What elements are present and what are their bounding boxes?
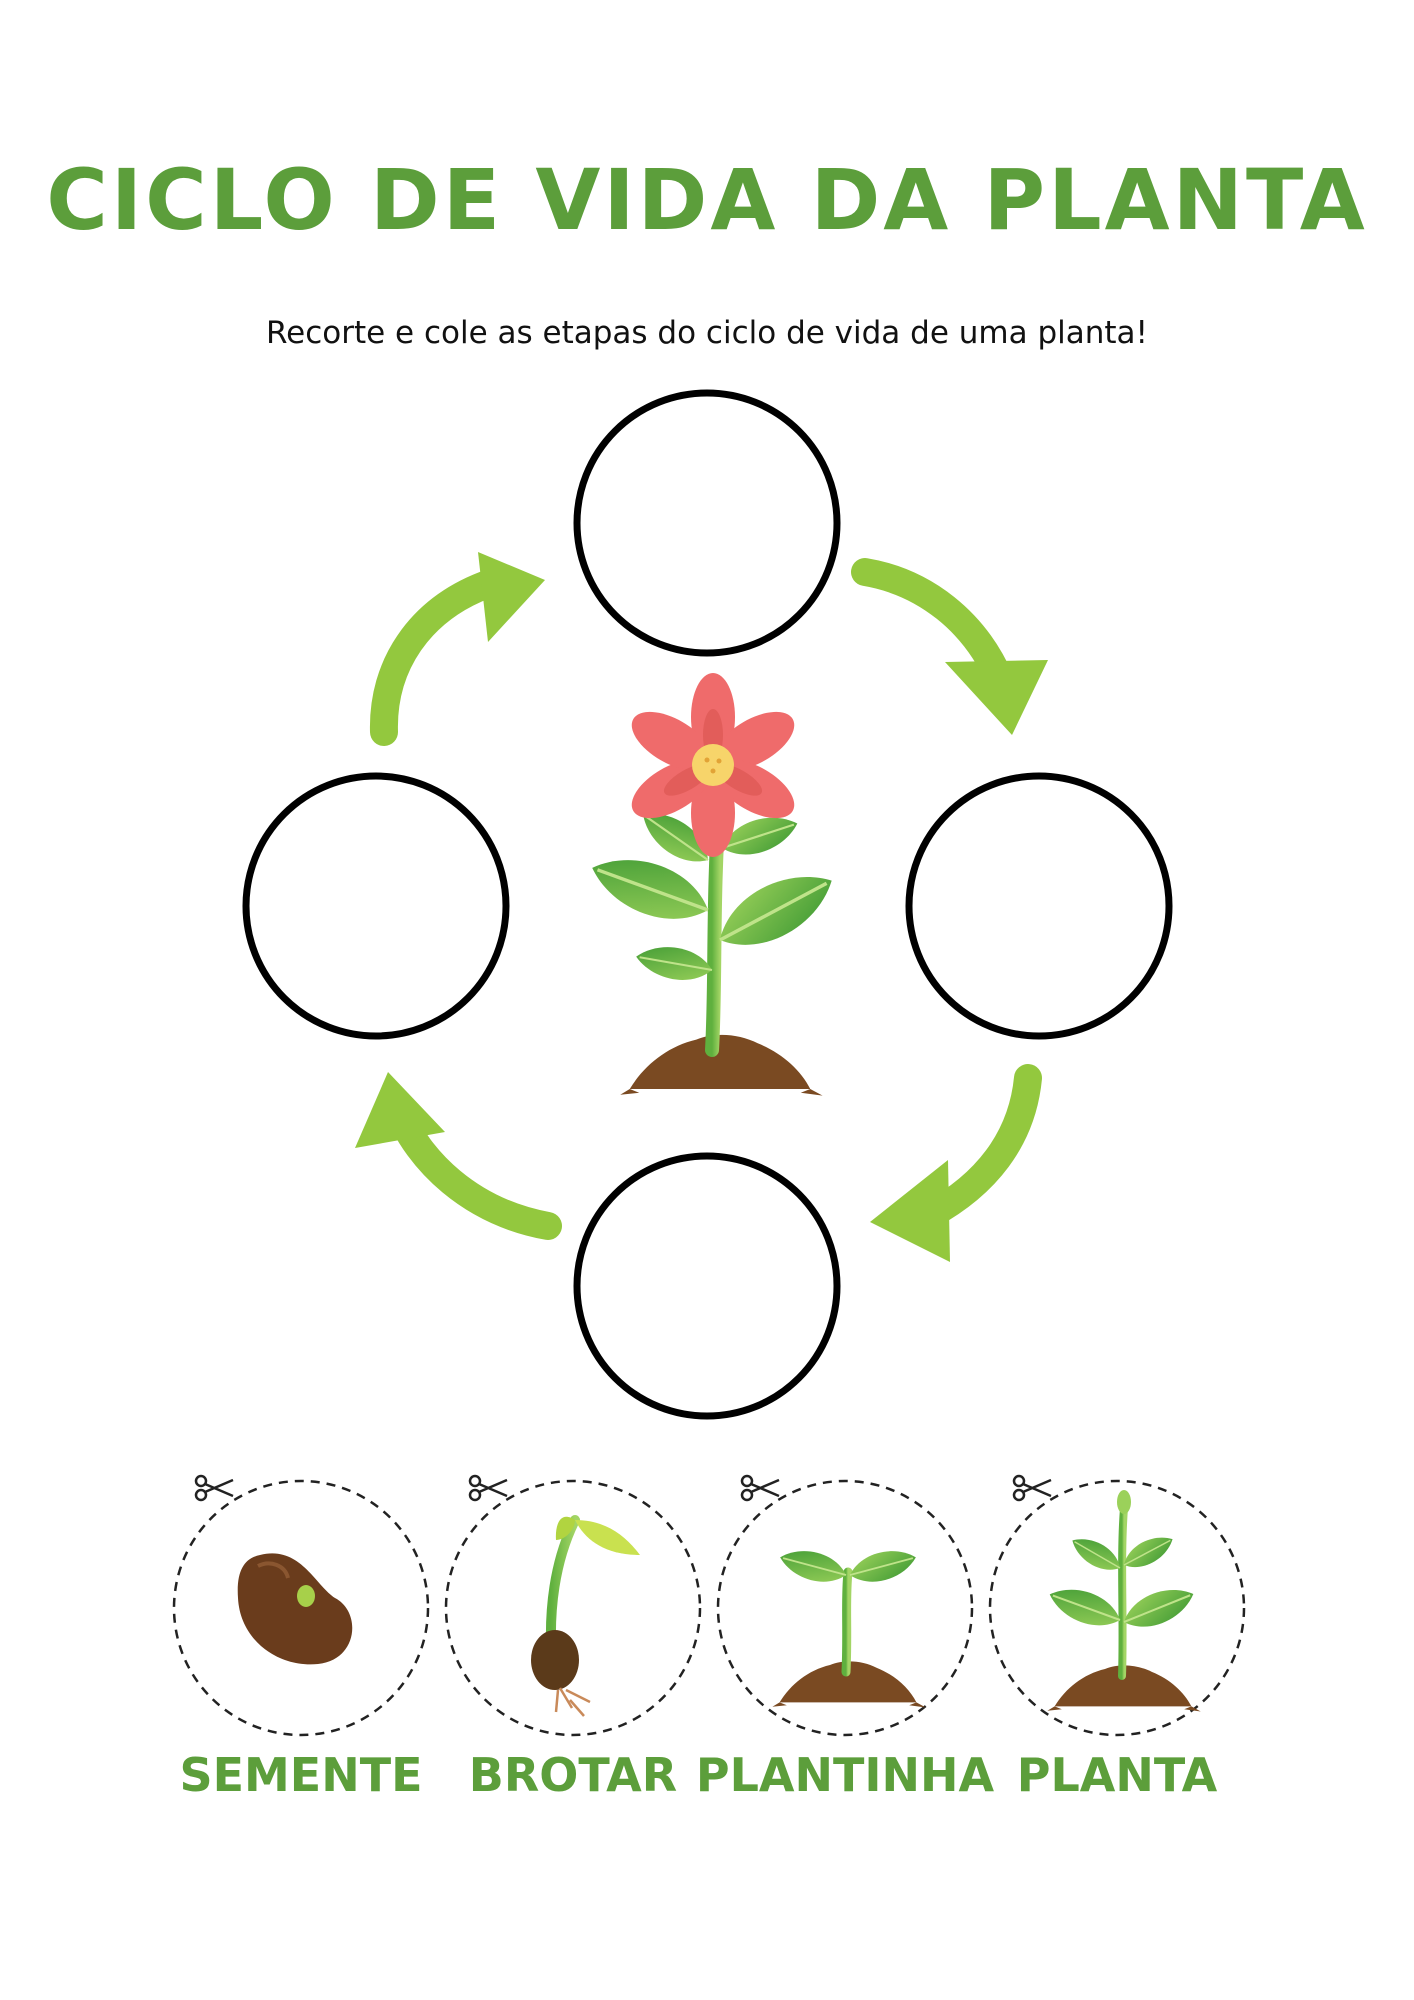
arrow-right-bottom-icon <box>870 1064 1042 1262</box>
young-plant-icon <box>1043 1490 1201 1712</box>
cutout-circle-brotar[interactable] <box>444 1479 702 1737</box>
flowering-plant-icon <box>581 673 846 1096</box>
arrow-top-right-icon <box>851 558 1048 735</box>
sprout-icon <box>531 1515 640 1717</box>
seed-icon <box>237 1553 353 1665</box>
scissors-icon <box>468 1474 508 1502</box>
cutout-label-planta: PLANTA <box>1016 1748 1218 1802</box>
target-circle-top <box>573 389 841 657</box>
cutout-label-brotar: BROTAR <box>468 1748 678 1802</box>
cutout-circle-semente[interactable] <box>172 1479 430 1737</box>
cutout-label-plantinha: PLANTINHA <box>695 1748 995 1802</box>
instructions-text: Recorte e cole as etapas do ciclo de vid… <box>266 315 1148 351</box>
arrow-bottom-left-icon <box>355 1072 562 1240</box>
scissors-icon <box>194 1474 234 1502</box>
seedling-icon <box>772 1542 926 1708</box>
arrow-left-top-icon <box>369 552 545 746</box>
page-title: CICLO DE VIDA DA PLANTA <box>46 151 1368 249</box>
scissors-icon <box>1012 1474 1052 1502</box>
target-circle-left <box>242 772 510 1040</box>
target-circle-right <box>905 772 1173 1040</box>
cutout-circle-plantinha[interactable] <box>716 1479 974 1737</box>
cutout-circle-planta[interactable] <box>988 1479 1246 1737</box>
scissors-icon <box>740 1474 780 1502</box>
target-circle-bottom <box>573 1152 841 1420</box>
cutout-label-semente: SEMENTE <box>179 1748 423 1802</box>
